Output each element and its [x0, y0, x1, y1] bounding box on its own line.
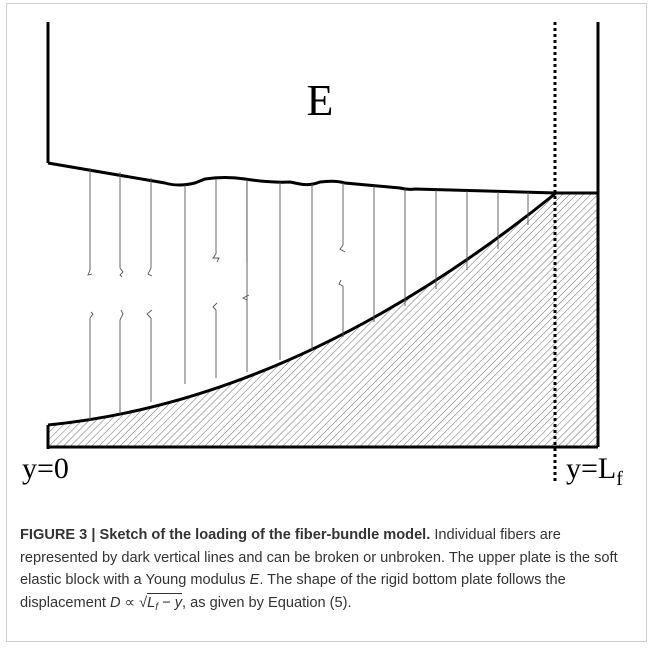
broken-fiber-tip [119, 267, 124, 278]
broken-fiber-tip [338, 279, 344, 287]
broken-fiber-tip [146, 309, 153, 319]
bottom-plate-curve [47, 191, 557, 427]
block-label: E [307, 76, 334, 125]
broken-fiber-tip [87, 269, 93, 276]
formula-y: y [174, 594, 182, 611]
caption-text-1: Individual fibers are represented by dar… [20, 527, 618, 588]
fiber-bundle-sketch: E y=0 y=Lf [22, 22, 623, 490]
label-y-zero: y=0 [22, 452, 69, 485]
broken-fiber-tip [119, 309, 124, 321]
caption-text-3: , as given by Equation (5). [182, 594, 352, 611]
caption-label: FIGURE 3 | Sketch of the loading of the … [20, 527, 431, 543]
formula-f: f [155, 602, 159, 614]
caption-text-2: . The shape of the rigid bottom plate fo… [20, 572, 566, 611]
formula-minus: − [158, 594, 175, 611]
broken-fiber-tip [212, 302, 218, 311]
broken-fiber-tip [241, 294, 250, 301]
formula-prop: ∝ [120, 594, 140, 611]
broken-fiber-tip [89, 311, 94, 319]
formula-d: D [110, 594, 121, 611]
label-y-lf: y=Lf [566, 452, 623, 490]
intact-fibers [184, 180, 529, 384]
broken-fiber-tip [147, 267, 153, 277]
broken-fiber-tip [212, 253, 220, 263]
rigid-bottom-plate [48, 193, 598, 447]
broken-fibers [87, 168, 346, 420]
formula-sqrt: √Lf − y [139, 592, 182, 614]
block-bottom-edge [47, 161, 598, 195]
broken-fiber-tip [339, 244, 346, 253]
figure-caption: FIGURE 3 | Sketch of the loading of the … [20, 524, 640, 620]
caption-modulus: E [249, 572, 260, 588]
formula-l: L [147, 594, 156, 611]
